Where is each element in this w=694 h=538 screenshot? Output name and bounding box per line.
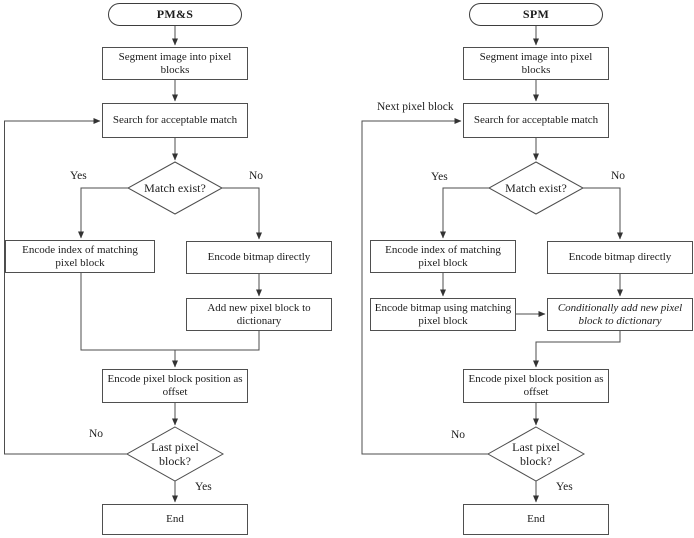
spm-encode-position-box: Encode pixel block position as offset (463, 369, 609, 403)
spm-last-yes-label: Yes (556, 481, 573, 493)
pms-last-block-diamond-shape (125, 426, 225, 482)
pms-encode-bitmap-box: Encode bitmap directly (186, 241, 332, 274)
spm-encode-index-box: Encode index of matching pixel block (370, 240, 516, 273)
spm-last-block-diamond-label: Last pixel block? (512, 440, 560, 468)
spm-match-diamond-shape (487, 161, 585, 215)
spm-match-diamond-label: Match exist? (505, 181, 567, 195)
pms-search-box: Search for acceptable match (102, 103, 248, 138)
pms-end-box: End (102, 504, 248, 535)
spm-conditional-add-box: Conditionally add new pixel block to dic… (547, 298, 693, 331)
pms-connectors (4, 26, 262, 503)
pms-encode-position-box: Encode pixel block position as offset (102, 369, 248, 403)
pms-match-diamond-shape (126, 161, 224, 215)
spm-match-yes-label: Yes (431, 171, 448, 183)
spm-search-box: Search for acceptable match (463, 103, 609, 138)
spm-start-terminal: SPM (469, 3, 603, 26)
spm-next-block-label: Next pixel block (377, 101, 454, 113)
spm-segment-box: Segment image into pixel blocks (463, 47, 609, 80)
pms-last-block-diamond-label: Last pixel block? (151, 440, 199, 468)
spm-connectors (361, 26, 623, 503)
pms-match-no-label: No (249, 170, 264, 182)
pms-match-diamond-label: Match exist? (144, 181, 206, 195)
pms-segment-box: Segment image into pixel blocks (102, 47, 248, 80)
spm-encode-bitmap-box: Encode bitmap directly (547, 241, 693, 274)
spm-last-block-diamond-shape (486, 426, 586, 482)
spm-end-box: End (463, 504, 609, 535)
pms-add-dictionary-box: Add new pixel block to dictionary (186, 298, 332, 331)
pms-encode-index-box: Encode index of matching pixel block (5, 240, 155, 273)
spm-last-no-label: No (451, 429, 466, 441)
pms-start-terminal: PM&S (108, 3, 242, 26)
pms-last-no-label: No (89, 428, 104, 440)
spm-match-no-label: No (611, 170, 626, 182)
spm-encode-bitmap-matching-box: Encode bitmap using matching pixel block (370, 298, 516, 331)
pms-match-yes-label: Yes (70, 170, 87, 182)
pms-last-yes-label: Yes (195, 481, 212, 493)
